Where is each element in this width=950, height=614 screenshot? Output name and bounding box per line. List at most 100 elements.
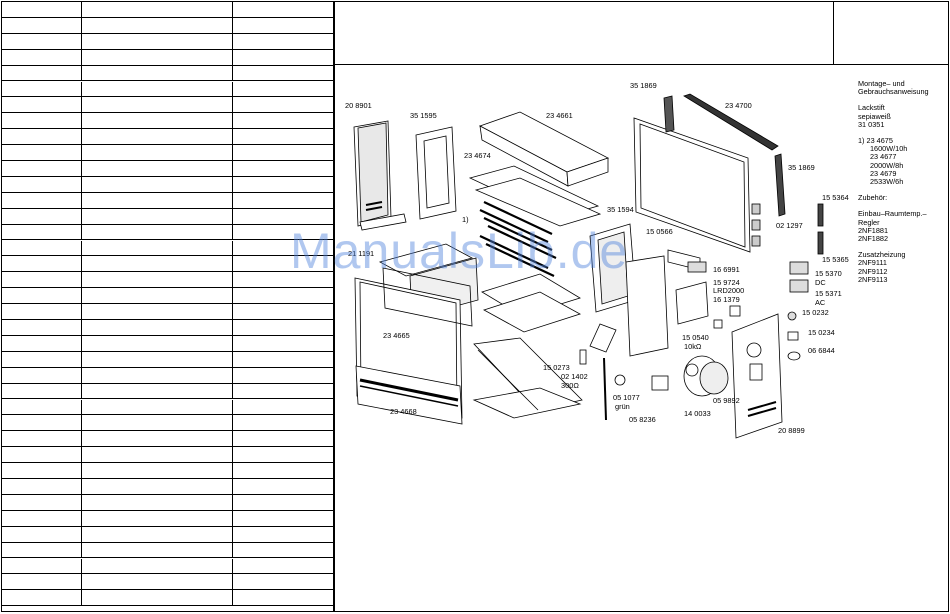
watermark: ManualsLib.de: [290, 223, 629, 279]
table-cell: [2, 558, 82, 574]
heating-element-rating: 2533W/6h: [870, 177, 904, 187]
table-cell: [82, 33, 233, 49]
table-cell: [82, 224, 233, 240]
table-row: [2, 272, 333, 289]
part-number-label: 15 5371: [815, 289, 842, 298]
table-cell: [82, 272, 233, 288]
part-number-label: 15 0540: [682, 333, 709, 342]
extra-heating-title: Zusatzheizung: [858, 250, 906, 260]
table-row: [2, 288, 333, 305]
table-cell: [82, 447, 233, 463]
table-cell: [2, 256, 82, 272]
part-number-label: 05 9892: [713, 396, 740, 405]
part-number-label: LRD2000: [713, 286, 744, 295]
table-cell: [2, 288, 82, 304]
drawing-frame: [334, 64, 949, 612]
table-cell: [82, 494, 233, 510]
table-row: [2, 558, 333, 575]
table-cell: [82, 431, 233, 447]
table-row: [2, 208, 333, 225]
part-number-label: 35 1595: [410, 111, 437, 120]
part-number-label: 02 1402: [561, 372, 588, 381]
table-cell: [82, 415, 233, 431]
paint-note: Lackstift sepiaweiß 31 0351: [858, 104, 948, 129]
table-row: [2, 399, 333, 416]
footnote-marker: 1): [858, 136, 865, 146]
thermostat-title: Einbau–Raumtemp.– Regler: [858, 209, 927, 227]
table-cell: [82, 2, 233, 17]
strips-15-5364: [817, 203, 824, 255]
table-row: [2, 240, 333, 257]
part-number-label: 16 1379: [713, 295, 740, 304]
part-number-label: 15 9724: [713, 278, 740, 287]
table-cell: [2, 161, 82, 176]
part-number-label: 05 8236: [629, 415, 656, 424]
table-cell: [82, 574, 233, 590]
table-row: [2, 335, 333, 352]
table-cell: [82, 161, 233, 176]
part-number-label: 06 6844: [808, 346, 835, 355]
controls-housing: [731, 313, 783, 439]
thermostat-code: 2NF1881: [858, 225, 889, 235]
heating-elements: [479, 201, 557, 277]
table-cell: [2, 542, 82, 558]
table-cell: [82, 97, 233, 113]
table-row: [2, 81, 333, 98]
table-row: [2, 542, 333, 559]
part-number-label: 20 8899: [778, 426, 805, 435]
reflector-plates: [468, 165, 602, 227]
table-row: [2, 574, 333, 591]
table-row: [2, 320, 333, 336]
table-cell: [2, 526, 82, 542]
table-cell: [2, 574, 82, 590]
heating-element-number: 23 4675: [866, 136, 893, 146]
small-parts: [579, 305, 741, 421]
table-row: [2, 256, 333, 273]
thermostat-note: Einbau–Raumtemp.– Regler 2NF1881 2NF1882: [858, 210, 948, 243]
part-number-label: 20 8901: [345, 101, 372, 110]
extra-heating-code: 2NF9113: [858, 274, 888, 284]
table-row: [2, 113, 333, 130]
fan-assembly: [683, 355, 729, 397]
part-number-label: 15 0566: [646, 227, 673, 236]
part-number-label: 14 0033: [684, 409, 711, 418]
table-cell: [2, 97, 82, 113]
front-panel: [354, 267, 473, 425]
heating-element-note: 1) 23 4675 1600W/10h 23 4677 2000W/8h 23…: [858, 136, 948, 187]
part-number-label: 23 4700: [725, 101, 752, 110]
table-cell: [82, 240, 233, 256]
extra-heating-note: Zusatzheizung 2NF9111 2NF9112 2NF9113: [858, 251, 948, 284]
heating-element-1: 1) 23 4675: [858, 136, 948, 146]
table-row: [2, 304, 333, 320]
frame-35-1595: [415, 126, 457, 220]
table-cell: [2, 367, 82, 383]
table-cell: [82, 510, 233, 526]
table-cell: [2, 383, 82, 399]
table-cell: [2, 447, 82, 463]
table-row: [2, 415, 333, 432]
table-row: [2, 463, 333, 479]
table-cell: [82, 65, 233, 81]
table-row: [2, 590, 333, 607]
part-number-label: 16 6991: [713, 265, 740, 274]
table-cell: [82, 320, 233, 335]
table-row: [2, 129, 333, 146]
table-cell: [2, 494, 82, 510]
table-row: [2, 176, 333, 193]
table-cell: [82, 526, 233, 542]
extra-heating-code: 2NF9111: [858, 258, 887, 268]
table-cell: [82, 288, 233, 304]
part-number-label: 15 5365: [822, 255, 849, 264]
part-number-label: 05 1077: [613, 393, 640, 402]
table-cell: [82, 208, 233, 224]
knobs: [787, 331, 801, 361]
part-number-label: grün: [615, 402, 630, 411]
table-cell: [82, 335, 233, 351]
part-number-label: 02 1297: [776, 221, 803, 230]
table-cell: [82, 81, 233, 97]
table-cell: [2, 81, 82, 97]
table-cell: [2, 320, 82, 335]
paint-color: sepiaweiß: [858, 111, 891, 121]
